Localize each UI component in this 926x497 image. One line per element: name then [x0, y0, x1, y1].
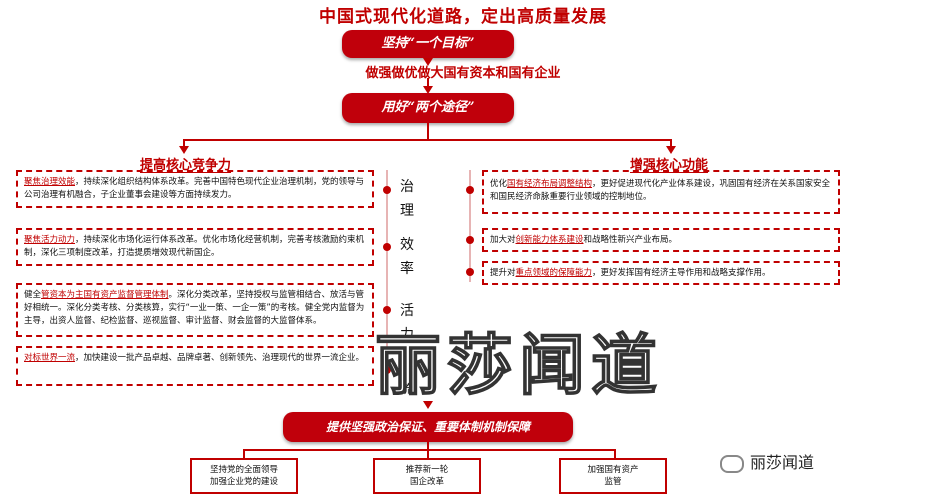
arrow-down-icon	[423, 58, 433, 66]
bottom-box-line: 加强国有资产	[587, 465, 639, 475]
branch-line	[243, 449, 615, 451]
bullet-dot	[383, 186, 391, 194]
box-text: ，加快建设一批产品卓越、品牌卓著、创新领先、治理现代的世界一流企业。	[75, 353, 365, 363]
wechat-icon	[720, 454, 744, 473]
box-label: 国有经济布局调整结构	[507, 179, 593, 189]
branch-line	[183, 139, 671, 141]
connector	[670, 139, 672, 147]
watermark: 丽莎闻道	[374, 326, 663, 405]
logo-text: 丽莎闻道	[750, 453, 815, 472]
box-text: ，持续深化组织结构体系改革。完善中国特色现代企业治理机制，党的领导与公司治理有机…	[24, 177, 365, 200]
middle-char: 理	[400, 203, 414, 219]
arrow-down-icon	[179, 146, 189, 154]
left-box-vitality: 聚焦活力动力，持续深化市场化运行体系改革。优化市场化经营机制，完善考核激励约束机…	[16, 228, 374, 266]
middle-char: 效	[400, 237, 414, 253]
connector	[614, 449, 616, 458]
arrow-down-icon	[423, 401, 433, 409]
bullet-dot	[383, 306, 391, 314]
box-label: 对标世界一流	[24, 353, 76, 363]
bullet-dot	[466, 268, 474, 276]
middle-char: 力	[400, 327, 414, 343]
left-column-title: 提高核心竞争力	[140, 158, 232, 173]
bullet-dot	[466, 236, 474, 244]
connector	[243, 449, 245, 458]
right-box-support: 提升对重点领域的保障能力，更好发挥国有经济主导作用和战略支撑作用。	[482, 261, 840, 285]
page-title: 中国式现代化道路，定出高质量发展	[319, 7, 607, 27]
box-label: 聚焦治理效能	[24, 177, 76, 187]
box-text: ，更好促进现代化产业体系建设，巩固国有经济在关系国家安全和国民经济命脉重要行业领…	[490, 179, 831, 202]
middle-char: 流	[400, 382, 413, 396]
middle-char: 率	[400, 261, 414, 277]
left-box-governance: 聚焦治理效能，持续深化组织结构体系改革。完善中国特色现代企业治理机制，党的领导与…	[16, 170, 374, 208]
box-text: ，持续深化市场化运行体系改革。优化市场化经营机制，完善考核激励约束机制，深化三项…	[24, 235, 365, 258]
goal-text: 做强做优做大国有资本和国有企业	[365, 66, 561, 81]
box-label: 聚焦活力动力	[24, 235, 76, 245]
bottom-box-line: 国企改革	[409, 477, 444, 487]
box-label: 创新能力体系建设	[515, 235, 584, 245]
bottom-box-line: 坚持党的全面领导	[209, 465, 278, 475]
arrow-down-icon	[423, 86, 433, 94]
connector	[427, 442, 429, 450]
arrow-down-icon	[666, 146, 676, 154]
box-label: 管资本为主国有资产监督管理体制	[41, 290, 169, 300]
bottom-box-line: 监管	[604, 477, 622, 487]
bottom-box-party: 坚持党的全面领导 加强企业党的建设	[190, 458, 298, 494]
path-pill: 用好“两个途径”	[342, 93, 514, 123]
right-box-layout: 优化国有经济布局调整结构，更好促进现代化产业体系建设，巩固国有经济在关系国家安全…	[482, 170, 840, 214]
bottom-box-reform: 推荐新一轮 国企改革	[373, 458, 481, 494]
left-box-world-class: 对标世界一流，加快建设一批产品卓越、品牌卓著、创新领先、治理现代的世界一流企业。	[16, 346, 374, 386]
box-prefix: 提升对	[490, 268, 516, 278]
connector	[427, 123, 429, 140]
bottom-pill: 提供坚强政治保证、重要体制机制保障	[283, 412, 573, 442]
right-box-innovation: 加大对创新能力体系建设和战略性新兴产业布局。	[482, 228, 840, 252]
bottom-box-line: 推荐新一轮	[405, 465, 449, 475]
box-prefix: 加大对	[490, 235, 516, 245]
middle-guide-line	[386, 170, 388, 385]
box-prefix: 健全	[24, 290, 42, 300]
middle-char: 治	[400, 179, 414, 195]
box-prefix: 优化	[490, 179, 508, 189]
right-column-title: 增强核心功能	[630, 158, 709, 173]
box-text: ，更好发挥国有经济主导作用和战略支撑作用。	[592, 268, 771, 278]
connector	[183, 139, 185, 147]
box-label: 重点领域的保障能力	[515, 268, 593, 278]
bottom-box-supervision: 加强国有资产 监管	[559, 458, 667, 494]
connector	[427, 78, 429, 88]
box-text: 和战略性新兴产业布局。	[583, 235, 678, 245]
goal-pill: 坚持“一个目标”	[342, 30, 514, 58]
bullet-dot	[383, 366, 391, 374]
bottom-box-line: 加强企业党的建设	[209, 477, 278, 487]
right-guide-line	[469, 170, 471, 282]
left-box-supervision: 健全管资本为主国有资产监督管理体制。深化分类改革，坚持授权与监管相结合、放活与管…	[16, 283, 374, 337]
box-text: 。深化分类改革，坚持授权与监管相结合、放活与管好相统一。深化分类考核、分类核算，…	[24, 290, 365, 326]
connector	[427, 449, 429, 458]
middle-char: 活	[400, 303, 414, 319]
wechat-logo: 丽莎闻道	[720, 449, 814, 473]
bullet-dot	[466, 186, 474, 194]
bullet-dot	[383, 243, 391, 251]
